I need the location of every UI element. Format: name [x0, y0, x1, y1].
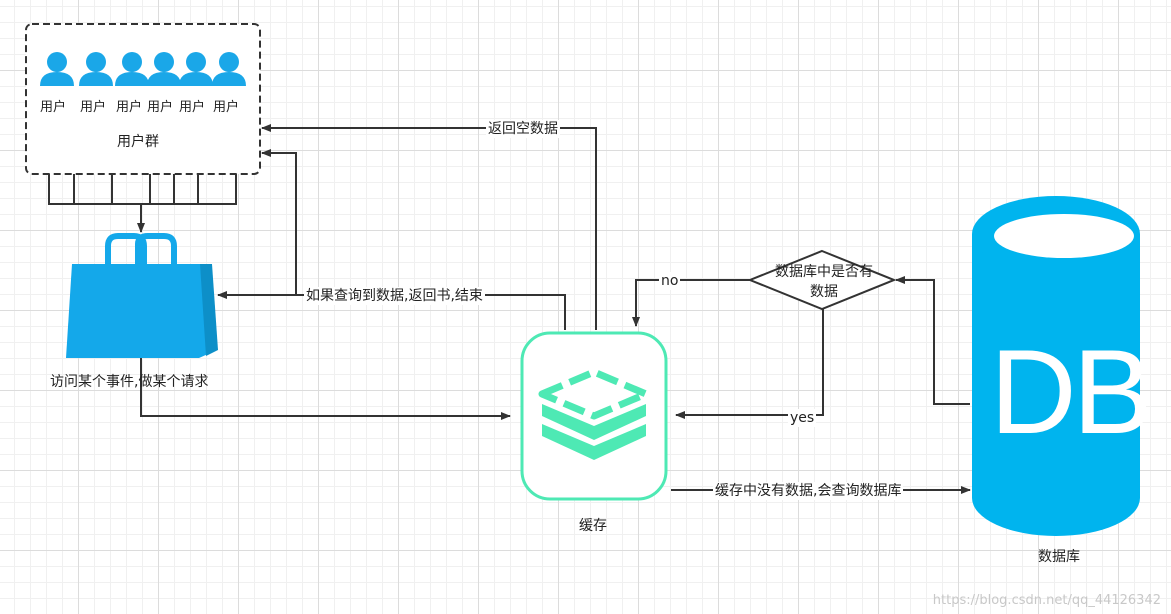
decision-label: 数据库中是否有 数据: [752, 262, 896, 302]
user-label: 用户: [80, 100, 107, 115]
cache-icon[interactable]: [520, 331, 668, 501]
user-label: 用户: [116, 100, 143, 115]
database-cylinder-icon[interactable]: [972, 196, 1140, 536]
user-group-label: 用户群: [117, 134, 159, 150]
arrow-db-to-decision: [895, 276, 970, 405]
decision-label-line2: 数据: [810, 284, 838, 300]
user-icons: [40, 52, 246, 86]
database-icon-text: DB: [990, 325, 1153, 459]
decision-label-line1: 数据库中是否有: [775, 264, 873, 280]
arrow-to-users-from-request: [261, 149, 297, 295]
watermark: https://blog.csdn.net/qq_44126342: [932, 593, 1161, 608]
user-label: 用户: [179, 100, 206, 115]
arrow-request-to-cache: [140, 358, 511, 420]
arrow-return-empty: [261, 124, 597, 330]
user-icon: [179, 52, 213, 86]
database-label: 数据库: [1038, 549, 1080, 565]
user-connectors: [48, 174, 237, 205]
arrow-no: [632, 279, 750, 327]
cache-label: 缓存: [579, 518, 607, 534]
user-label: 用户: [213, 100, 240, 115]
arrow-yes: [675, 309, 824, 419]
edge-label-yes: yes: [788, 409, 817, 427]
edge-label-cache-miss: 缓存中没有数据,会查询数据库: [713, 482, 904, 500]
shopping-bag-icon[interactable]: [66, 233, 218, 358]
user-icon: [115, 52, 149, 86]
user-icon: [212, 52, 246, 86]
user-icon: [40, 52, 74, 86]
request-label: 访问某个事件,做某个请求: [50, 374, 209, 390]
edge-label-no: no: [659, 272, 681, 290]
user-label: 用户: [40, 100, 67, 115]
user-icon: [79, 52, 113, 86]
user-label: 用户: [147, 100, 174, 115]
edge-label-return-empty: 返回空数据: [486, 120, 560, 138]
user-icon: [147, 52, 181, 86]
edge-label-found-return: 如果查询到数据,返回书,结束: [304, 287, 485, 305]
